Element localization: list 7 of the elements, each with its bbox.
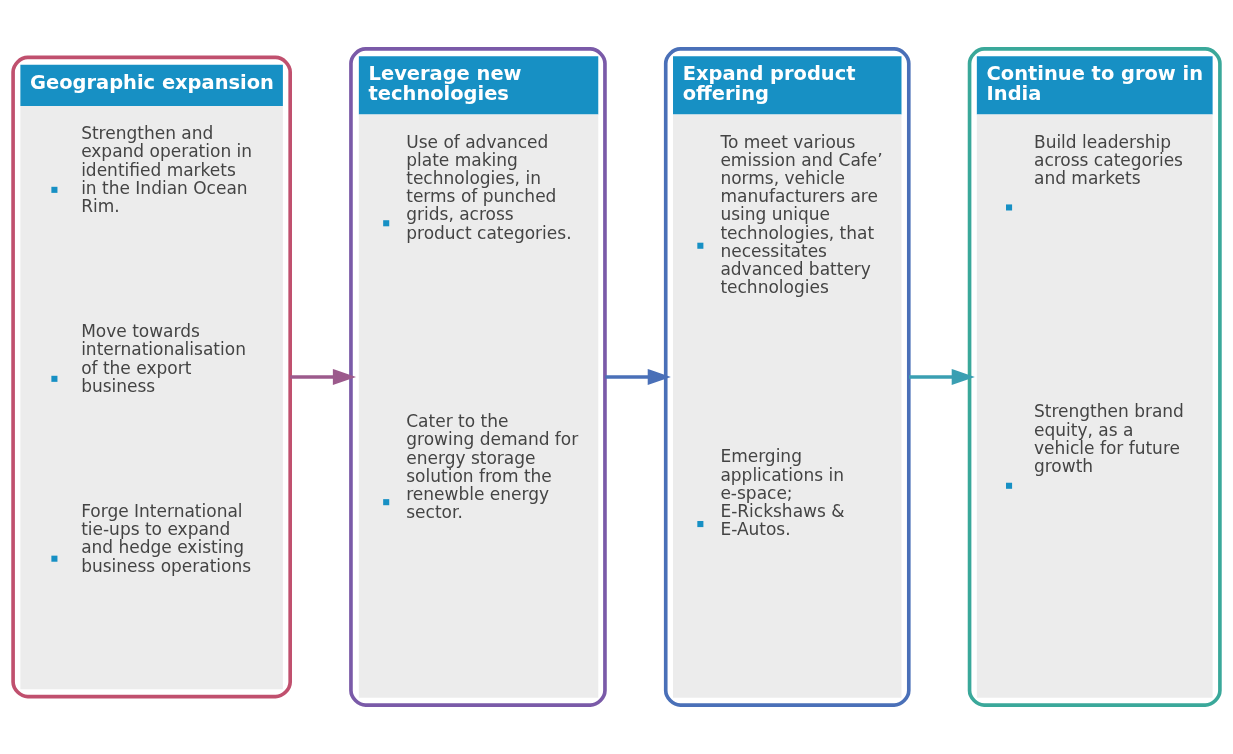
arrow bbox=[290, 368, 356, 386]
node-box: Geographic expansion Strengthen and expand operation in identified markets in the Indian Ocean Rim. Move towards internationalisation of the export business Forge International tie-ups to expand and hedge existing business operations bbox=[11, 55, 292, 699]
node-box: Expand product offering To meet various emission and Cafe’ norms, vehicle manufacturers are using unique technologies, that necessitates advanced battery technologies Emerging applications in e-space; E-Rickshaws & E-Autos. bbox=[663, 47, 911, 707]
arrow bbox=[909, 368, 975, 386]
node-box: Leverage new technologies Use of advanced plate making technologies, in terms of punched grids, across product categories. Cater to the growing demand for energy storage solution from the renewble energy sector. bbox=[349, 47, 607, 707]
arrow bbox=[605, 368, 671, 386]
node-box: Continue to grow in India Build leadership across categories and markets Strengthen brand equity, as a vehicle for future growth bbox=[967, 47, 1222, 707]
